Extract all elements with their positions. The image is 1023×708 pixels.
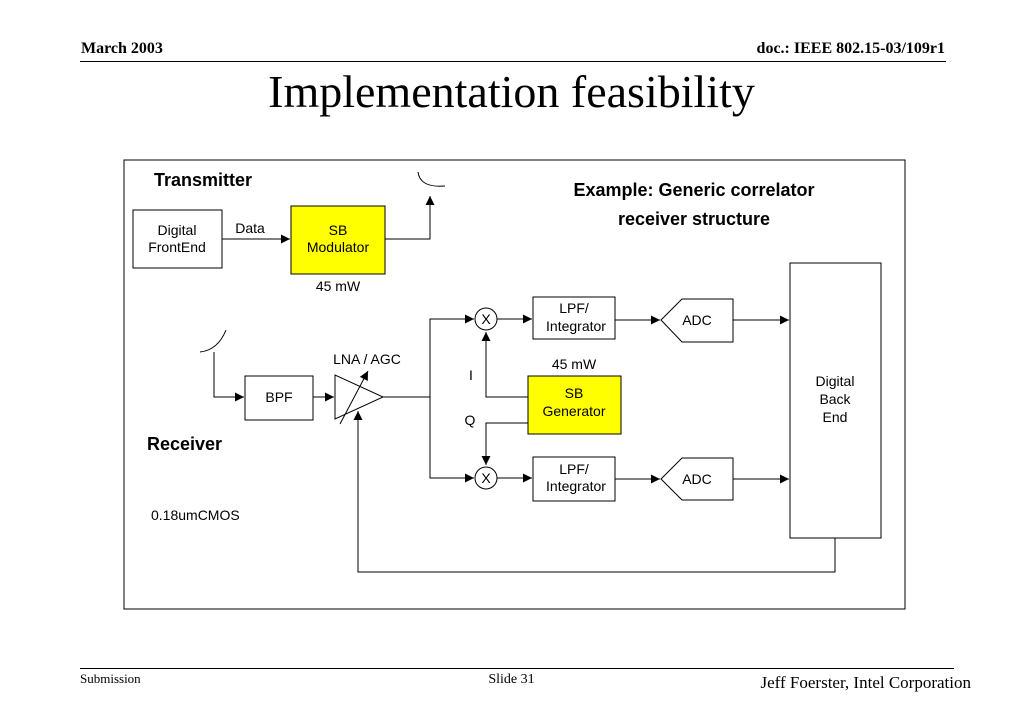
bottom-mixer-symbol: X	[481, 470, 491, 486]
header-rule	[80, 61, 946, 62]
q-reference-arrow	[481, 422, 528, 465]
header-date: March 2003	[81, 40, 163, 57]
lna-agc-amplifier	[334, 370, 385, 425]
i-label: I	[469, 367, 473, 383]
sb-generator-line2: Generator	[542, 403, 605, 419]
tx-antenna-feed	[385, 196, 435, 240]
top-adc-block: ADC	[660, 298, 734, 343]
top-mixer: X	[474, 307, 498, 331]
footer-author: Jeff Foerster, Intel Corporation	[760, 673, 971, 692]
bottom-lpf-block: LPF/ Integrator	[532, 456, 616, 502]
modulator-power-label: 45 mW	[316, 278, 361, 294]
digital-frontend-line1: Digital	[158, 222, 197, 238]
bottom-mixer: X	[474, 466, 498, 490]
rx-antenna-icon	[199, 329, 227, 353]
bottom-lpf-line2: Integrator	[546, 478, 606, 494]
footer-rule	[80, 668, 954, 669]
receiver-label: Receiver	[147, 434, 222, 454]
digital-back-end-block: Digital Back End	[789, 262, 882, 539]
footer-submission: Submission	[80, 671, 141, 686]
digital-back-end-line1: Digital	[816, 373, 855, 389]
sb-modulator-block: SB Modulator	[290, 205, 386, 275]
top-adc-label: ADC	[682, 312, 712, 328]
digital-frontend-line2: FrontEnd	[148, 239, 206, 255]
bpf-block: BPF	[244, 375, 314, 421]
digital-back-end-line3: End	[823, 409, 848, 425]
digital-frontend-block: Digital FrontEnd	[132, 209, 223, 269]
page-title: Implementation feasibility	[268, 66, 755, 117]
top-lpf-line2: Integrator	[546, 318, 606, 334]
example-caption-line1: Example: Generic correlator	[573, 180, 814, 200]
lna-agc-label: LNA / AGC	[333, 351, 401, 367]
tx-antenna-icon	[417, 171, 446, 187]
agc-feedback-arrow	[353, 411, 836, 573]
rx-antenna-feed	[213, 352, 244, 402]
generator-power-label: 45 mW	[552, 356, 597, 372]
top-lpf-line1: LPF/	[559, 300, 589, 316]
top-lpf-block: LPF/ Integrator	[532, 296, 616, 340]
sb-modulator-line1: SB	[329, 222, 348, 238]
example-caption-line2: receiver structure	[618, 209, 770, 229]
transmitter-label: Transmitter	[154, 170, 252, 190]
diagram-frame	[123, 159, 906, 610]
bottom-adc-label: ADC	[682, 471, 712, 487]
process-label: 0.18umCMOS	[151, 507, 240, 523]
sb-generator-line1: SB	[565, 385, 584, 401]
sb-generator-block: SB Generator	[527, 375, 622, 435]
to-top-mixer-arrow	[429, 314, 474, 397]
data-label: Data	[235, 220, 265, 236]
footer-slide-number: Slide 31	[488, 672, 535, 687]
sb-modulator-line2: Modulator	[307, 239, 370, 255]
header-doc-id: doc.: IEEE 802.15-03/109r1	[756, 40, 945, 57]
bottom-lpf-line1: LPF/	[559, 461, 589, 477]
i-reference-arrow	[481, 332, 528, 398]
q-label: Q	[465, 412, 476, 428]
bpf-label: BPF	[265, 389, 292, 405]
digital-back-end-line2: Back	[819, 391, 851, 407]
bottom-adc-block: ADC	[660, 457, 734, 501]
to-bottom-mixer-arrow	[429, 397, 474, 483]
top-mixer-symbol: X	[481, 311, 491, 327]
